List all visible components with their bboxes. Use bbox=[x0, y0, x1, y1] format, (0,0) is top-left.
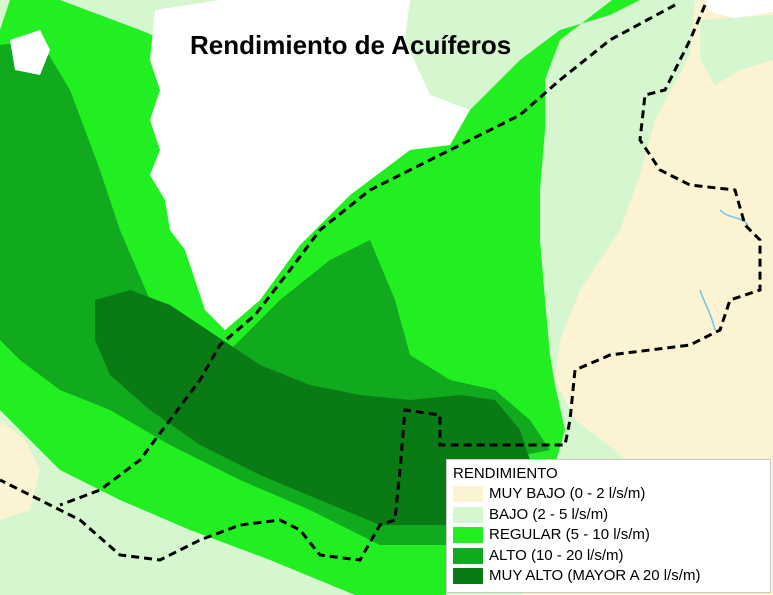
zone-bajo-east bbox=[700, 15, 773, 85]
zone-no-data-east bbox=[705, 0, 773, 18]
legend-label-muy-alto: MUY ALTO (MAYOR A 20 l/s/m) bbox=[489, 567, 701, 585]
map-title: Rendimiento de Acuíferos bbox=[190, 30, 512, 60]
legend-label-alto: ALTO (10 - 20 l/s/m) bbox=[489, 546, 624, 564]
legend-row-muy-alto: MUY ALTO (MAYOR A 20 l/s/m) bbox=[453, 566, 764, 587]
legend-swatch-regular bbox=[453, 527, 483, 544]
zone-muy-bajo-west-strip bbox=[0, 420, 40, 520]
legend-row-muy-bajo: MUY BAJO (0 - 2 l/s/m) bbox=[453, 484, 764, 505]
zone-no-data-nw bbox=[10, 30, 50, 75]
legend-label-muy-bajo: MUY BAJO (0 - 2 l/s/m) bbox=[489, 485, 646, 503]
river-east bbox=[719, 209, 749, 226]
boundary-diagonal bbox=[59, 3, 676, 507]
legend-swatch-muy-alto bbox=[453, 568, 483, 585]
zone-muy-alto bbox=[95, 290, 530, 525]
legend-row-bajo: BAJO (2 - 5 l/s/m) bbox=[453, 505, 764, 526]
legend-row-regular: REGULAR (5 - 10 l/s/m) bbox=[453, 525, 764, 546]
zone-no-data-north bbox=[150, 0, 470, 330]
legend-label-regular: REGULAR (5 - 10 l/s/m) bbox=[489, 526, 650, 544]
legend-title: RENDIMIENTO bbox=[453, 465, 558, 482]
legend-swatch-bajo bbox=[453, 506, 483, 523]
legend-row-alto: ALTO (10 - 20 l/s/m) bbox=[453, 546, 764, 567]
legend: RENDIMIENTO MUY BAJO (0 - 2 l/s/m) BAJO … bbox=[446, 459, 771, 593]
river-southeast bbox=[699, 289, 716, 331]
legend-label-bajo: BAJO (2 - 5 l/s/m) bbox=[489, 505, 609, 523]
legend-swatch-alto bbox=[453, 547, 483, 564]
legend-swatch-muy-bajo bbox=[453, 486, 483, 503]
